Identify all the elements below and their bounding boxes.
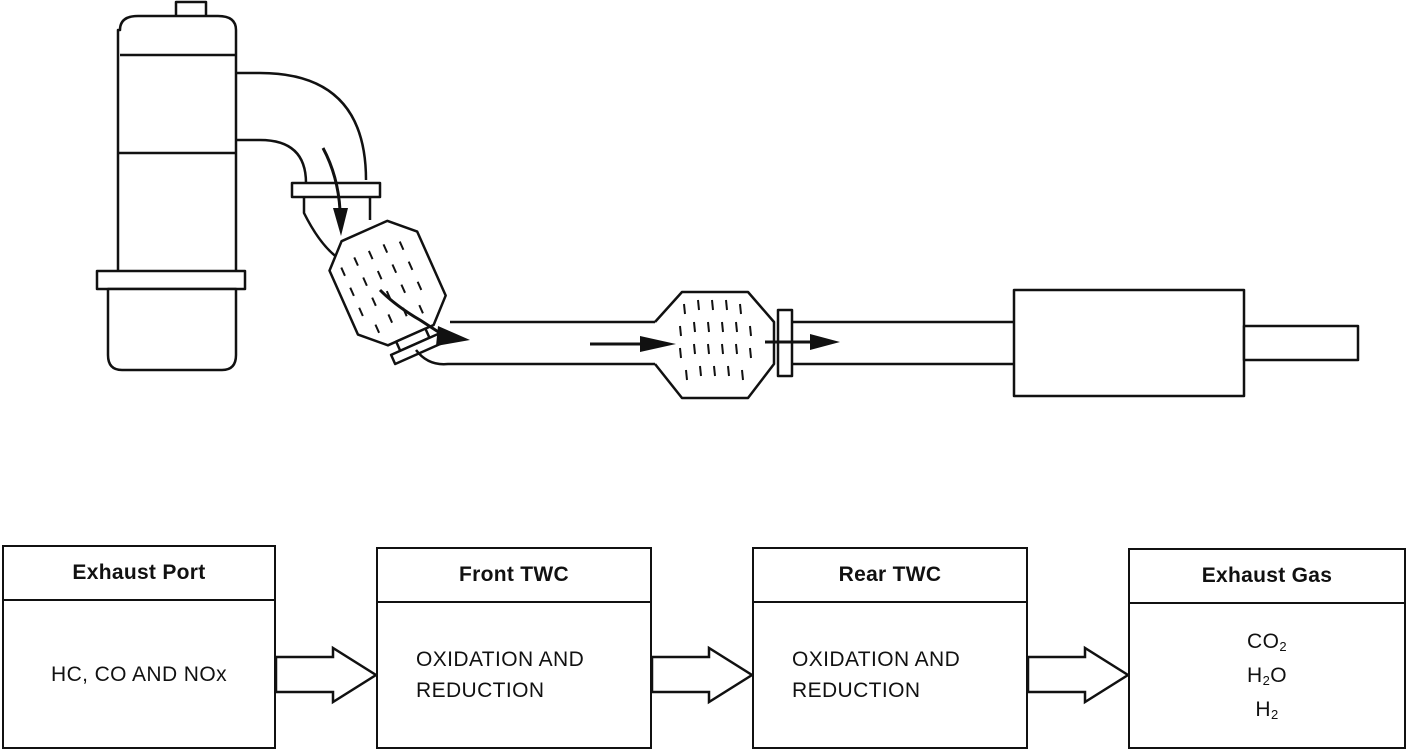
exhaust-manifold-pipe — [236, 71, 382, 260]
stage-text-line: OXIDATION AND — [416, 648, 585, 671]
formula-h2o: H2O — [1247, 663, 1287, 688]
block-arrow-3 — [1026, 645, 1131, 705]
muffler — [1012, 288, 1360, 398]
formula-co2: CO2 — [1247, 629, 1287, 654]
stage-text-line: REDUCTION — [416, 679, 545, 702]
stage-text-line: HC, CO AND NOx — [51, 662, 227, 686]
rear-twc-converter — [654, 290, 794, 400]
front-twc-converter — [328, 219, 447, 366]
block-arrow-2 — [650, 645, 755, 705]
stage-rear-twc: Rear TWC OXIDATION AND REDUCTION — [752, 547, 1028, 749]
stage-title: Exhaust Port — [4, 547, 274, 601]
stage-title: Exhaust Gas — [1130, 550, 1404, 604]
intermediate-pipe — [415, 320, 655, 366]
flow-arrows — [321, 147, 812, 346]
stage-exhaust-port: Exhaust Port HC, CO AND NOx — [2, 545, 276, 749]
stage-text-line: REDUCTION — [792, 679, 921, 702]
flow-arrowheads — [333, 208, 840, 352]
stage-exhaust-gas: Exhaust Gas CO2 H2O H2 — [1128, 548, 1406, 749]
stage-title: Rear TWC — [754, 549, 1026, 603]
stage-text-line: OXIDATION AND — [792, 648, 961, 671]
formula-h2: H2 — [1255, 697, 1279, 722]
block-arrow-1 — [274, 645, 379, 705]
stage-title: Front TWC — [378, 549, 650, 603]
tail-pipe — [792, 320, 1014, 366]
stage-front-twc: Front TWC OXIDATION AND REDUCTION — [376, 547, 652, 749]
engine-block — [95, 0, 247, 372]
